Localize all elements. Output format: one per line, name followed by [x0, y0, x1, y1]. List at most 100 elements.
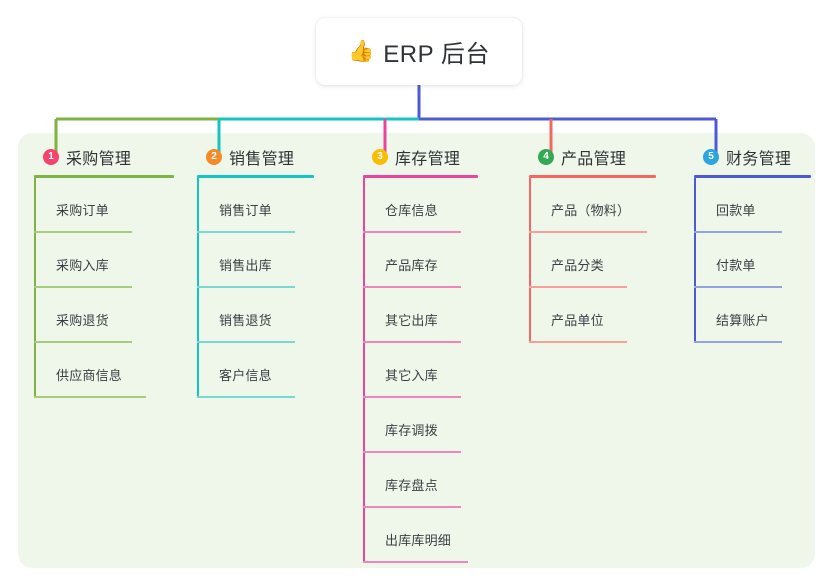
- item-underline: [529, 286, 627, 288]
- category-column-4: 4 产品管理产品（物料） 产品分类产品单位: [529, 146, 656, 343]
- menu-item[interactable]: 付款单: [694, 233, 811, 288]
- menu-item[interactable]: 采购退货: [34, 288, 174, 343]
- item-underline: [694, 286, 782, 288]
- menu-item-label: 采购入库: [56, 258, 109, 273]
- item-spine: [197, 178, 199, 233]
- menu-item-label: 采购退货: [56, 313, 109, 328]
- menu-item[interactable]: 其它出库: [363, 288, 478, 343]
- menu-item-label: 结算账户: [716, 313, 769, 328]
- menu-item-label: 销售出库: [219, 258, 272, 273]
- category-header-2[interactable]: 2 销售管理: [197, 146, 314, 168]
- category-header-5[interactable]: 5 财务管理: [694, 146, 811, 168]
- menu-item-label: 库存盘点: [385, 478, 438, 493]
- menu-item-label: 销售退货: [219, 313, 272, 328]
- item-spine: [363, 398, 365, 453]
- menu-item-label: 产品（物料）: [551, 203, 631, 218]
- menu-item[interactable]: 出库库明细: [363, 508, 478, 563]
- menu-item[interactable]: 销售退货: [197, 288, 314, 343]
- item-underline: [34, 286, 132, 288]
- item-spine: [694, 178, 696, 233]
- item-spine: [529, 178, 531, 233]
- item-spine: [197, 288, 199, 343]
- menu-item[interactable]: 销售订单: [197, 178, 314, 233]
- item-underline: [363, 396, 461, 398]
- item-underline: [363, 286, 461, 288]
- item-underline: [363, 231, 461, 233]
- category-title-5: 财务管理: [726, 151, 792, 168]
- menu-item-label: 采购订单: [56, 203, 109, 218]
- category-column-2: 2 销售管理销售订单销售出库销售退货客户信息: [197, 146, 314, 398]
- item-spine: [694, 288, 696, 343]
- category-header-4[interactable]: 4 产品管理: [529, 146, 656, 168]
- item-underline: [197, 341, 295, 343]
- item-spine: [529, 233, 531, 288]
- item-spine: [197, 343, 199, 398]
- item-underline: [197, 396, 295, 398]
- category-items-3: 仓库信息产品库存其它出库其它入库库存调拨库存盘点出库库明细: [363, 178, 478, 563]
- category-rule-5: [694, 175, 811, 178]
- menu-item[interactable]: 销售出库: [197, 233, 314, 288]
- item-underline: [363, 341, 461, 343]
- menu-item-label: 付款单: [716, 258, 756, 273]
- category-rule-2: [197, 175, 314, 178]
- item-spine: [34, 288, 36, 343]
- menu-item[interactable]: 供应商信息: [34, 343, 174, 398]
- item-spine: [363, 508, 365, 563]
- item-underline: [34, 396, 146, 398]
- menu-item[interactable]: 仓库信息: [363, 178, 478, 233]
- item-spine: [363, 453, 365, 508]
- root-node-title: ERP 后台: [383, 41, 490, 68]
- menu-item[interactable]: 其它入库: [363, 343, 478, 398]
- category-items-1: 采购订单采购入库采购退货供应商信息: [34, 178, 174, 398]
- item-spine: [34, 343, 36, 398]
- category-title-2: 销售管理: [229, 151, 295, 168]
- menu-item-label: 其它入库: [385, 368, 438, 383]
- item-spine: [363, 343, 365, 398]
- menu-item-label: 出库库明细: [385, 533, 452, 548]
- category-column-5: 5 财务管理回款单付款单结算账户: [694, 146, 811, 343]
- item-underline: [197, 286, 295, 288]
- item-spine: [363, 178, 365, 233]
- menu-item[interactable]: 采购订单: [34, 178, 174, 233]
- diagram-background-panel: [18, 133, 815, 568]
- item-underline: [694, 231, 782, 233]
- category-badge-1: 1: [43, 149, 59, 165]
- menu-item-label: 其它出库: [385, 313, 438, 328]
- menu-item[interactable]: 产品单位: [529, 288, 656, 343]
- menu-item[interactable]: 采购入库: [34, 233, 174, 288]
- category-title-4: 产品管理: [561, 151, 627, 168]
- menu-item[interactable]: 客户信息: [197, 343, 314, 398]
- category-rule-4: [529, 175, 656, 178]
- root-node-erp-backend[interactable]: 👍 ERP 后台: [316, 18, 522, 85]
- menu-item-label: 产品单位: [551, 313, 604, 328]
- menu-item-label: 仓库信息: [385, 203, 438, 218]
- item-spine: [694, 233, 696, 288]
- menu-item[interactable]: 产品库存: [363, 233, 478, 288]
- menu-item[interactable]: 产品（物料）: [529, 178, 656, 233]
- menu-item-label: 库存调拨: [385, 423, 438, 438]
- item-underline: [197, 231, 295, 233]
- item-spine: [529, 288, 531, 343]
- item-spine: [363, 288, 365, 343]
- category-rule-3: [363, 175, 478, 178]
- item-underline: [363, 561, 468, 563]
- menu-item[interactable]: 回款单: [694, 178, 811, 233]
- category-badge-5: 5: [703, 149, 719, 165]
- item-spine: [363, 233, 365, 288]
- item-spine: [197, 233, 199, 288]
- menu-item[interactable]: 结算账户: [694, 288, 811, 343]
- menu-item-label: 供应商信息: [56, 368, 123, 383]
- category-badge-2: 2: [206, 149, 222, 165]
- item-underline: [694, 341, 782, 343]
- category-items-4: 产品（物料） 产品分类产品单位: [529, 178, 656, 343]
- menu-item[interactable]: 产品分类: [529, 233, 656, 288]
- menu-item[interactable]: 库存调拨: [363, 398, 478, 453]
- category-badge-4: 4: [538, 149, 554, 165]
- menu-item-label: 产品库存: [385, 258, 438, 273]
- menu-item[interactable]: 库存盘点: [363, 453, 478, 508]
